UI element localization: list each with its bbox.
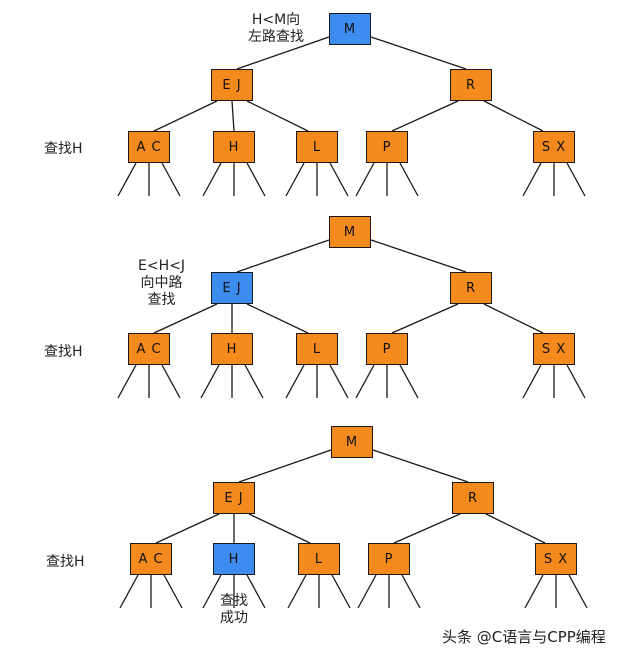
leaf-stub bbox=[200, 364, 220, 399]
leaf-stub bbox=[117, 162, 137, 197]
panel3-left-node: E J bbox=[213, 482, 255, 514]
edge-left-ac bbox=[153, 303, 218, 334]
panel2-leaf-ac: A C bbox=[128, 333, 170, 365]
leaf-stub bbox=[117, 364, 137, 399]
panel3-side-label: 查找H bbox=[46, 554, 85, 570]
panel3-leaf-h: H bbox=[213, 543, 255, 575]
leaf-stub bbox=[119, 574, 139, 609]
edge-root-right bbox=[370, 239, 467, 273]
leaf-stub bbox=[357, 574, 377, 609]
edge-left-ac bbox=[153, 100, 218, 132]
panel3-leaf-l: L bbox=[298, 543, 340, 575]
leaf-stub bbox=[202, 162, 222, 197]
leaf-stub bbox=[285, 162, 305, 197]
leaf-stub bbox=[246, 162, 266, 197]
panel3-leaf-p: P bbox=[368, 543, 410, 575]
edge-right-sx bbox=[483, 100, 544, 132]
panel1-leaf-ac: A C bbox=[128, 131, 170, 163]
edge-left-l bbox=[248, 513, 311, 544]
edge-root-right bbox=[370, 36, 467, 70]
leaf-stub bbox=[522, 364, 542, 399]
edge-right-sx bbox=[483, 303, 544, 334]
panel3-root-node: M bbox=[331, 426, 373, 458]
panel1-leaf-sx: S X bbox=[533, 131, 575, 163]
edge-left-l bbox=[246, 303, 309, 334]
leaf-stub bbox=[163, 574, 183, 609]
panel2-leaf-l: L bbox=[296, 333, 338, 365]
leaf-stub bbox=[161, 162, 181, 197]
edge-right-p bbox=[391, 100, 459, 132]
edge-root-left bbox=[236, 36, 330, 70]
edge-right-p bbox=[393, 513, 461, 544]
leaf-stub bbox=[522, 162, 542, 197]
panel3-leaf-sx: S X bbox=[535, 543, 577, 575]
edge-root-left bbox=[236, 239, 330, 273]
edge-left-ac bbox=[155, 513, 220, 544]
leaf-stub bbox=[566, 162, 586, 197]
leaf-stub bbox=[524, 574, 544, 609]
leaf-stub bbox=[244, 364, 264, 399]
edge-right-p bbox=[391, 303, 459, 334]
leaf-stub bbox=[329, 364, 349, 399]
leaf-stub bbox=[287, 574, 307, 609]
leaf-stub bbox=[399, 364, 419, 399]
leaf-stub bbox=[401, 574, 421, 609]
panel2-root-node: M bbox=[329, 216, 371, 248]
leaf-stub bbox=[568, 574, 588, 609]
leaf-stub bbox=[355, 162, 375, 197]
leaf-stub bbox=[161, 364, 181, 399]
panel1-root-node: M bbox=[329, 13, 371, 45]
panel3-leaf-ac: A C bbox=[130, 543, 172, 575]
leaf-stub bbox=[285, 364, 305, 399]
panel2-left-node: E J bbox=[211, 272, 253, 304]
panel2-leaf-p: P bbox=[366, 333, 408, 365]
panel2-side-label: 查找H bbox=[44, 344, 83, 360]
edge-left-h bbox=[231, 100, 235, 132]
panel3-note: 查找 成功 bbox=[220, 593, 248, 626]
panel3-right-node: R bbox=[452, 482, 494, 514]
leaf-stub bbox=[355, 364, 375, 399]
panel1-leaf-h: H bbox=[213, 131, 255, 163]
panel1-leaf-p: P bbox=[366, 131, 408, 163]
panel2-right-node: R bbox=[450, 272, 492, 304]
panel2-leaf-sx: S X bbox=[533, 333, 575, 365]
panel1-side-label: 查找H bbox=[44, 141, 83, 157]
panel2-note: E<H<J 向中路 查找 bbox=[138, 258, 185, 308]
leaf-stub bbox=[399, 162, 419, 197]
edge-root-left bbox=[238, 449, 332, 483]
watermark-text: 头条 @C语言与CPP编程 bbox=[442, 628, 606, 646]
edge-left-l bbox=[246, 100, 309, 132]
panel1-leaf-l: L bbox=[296, 131, 338, 163]
leaf-stub bbox=[329, 162, 349, 197]
leaf-stub bbox=[331, 574, 351, 609]
panel2-leaf-h: H bbox=[211, 333, 253, 365]
panel1-left-node: E J bbox=[211, 69, 253, 101]
leaf-stub bbox=[566, 364, 586, 399]
panel1-note: H<M向 左路查找 bbox=[248, 12, 304, 45]
panel1-right-node: R bbox=[450, 69, 492, 101]
edge-right-sx bbox=[485, 513, 546, 544]
leaf-stub bbox=[246, 574, 266, 609]
edge-root-right bbox=[372, 449, 469, 483]
leaf-stub bbox=[202, 574, 222, 609]
